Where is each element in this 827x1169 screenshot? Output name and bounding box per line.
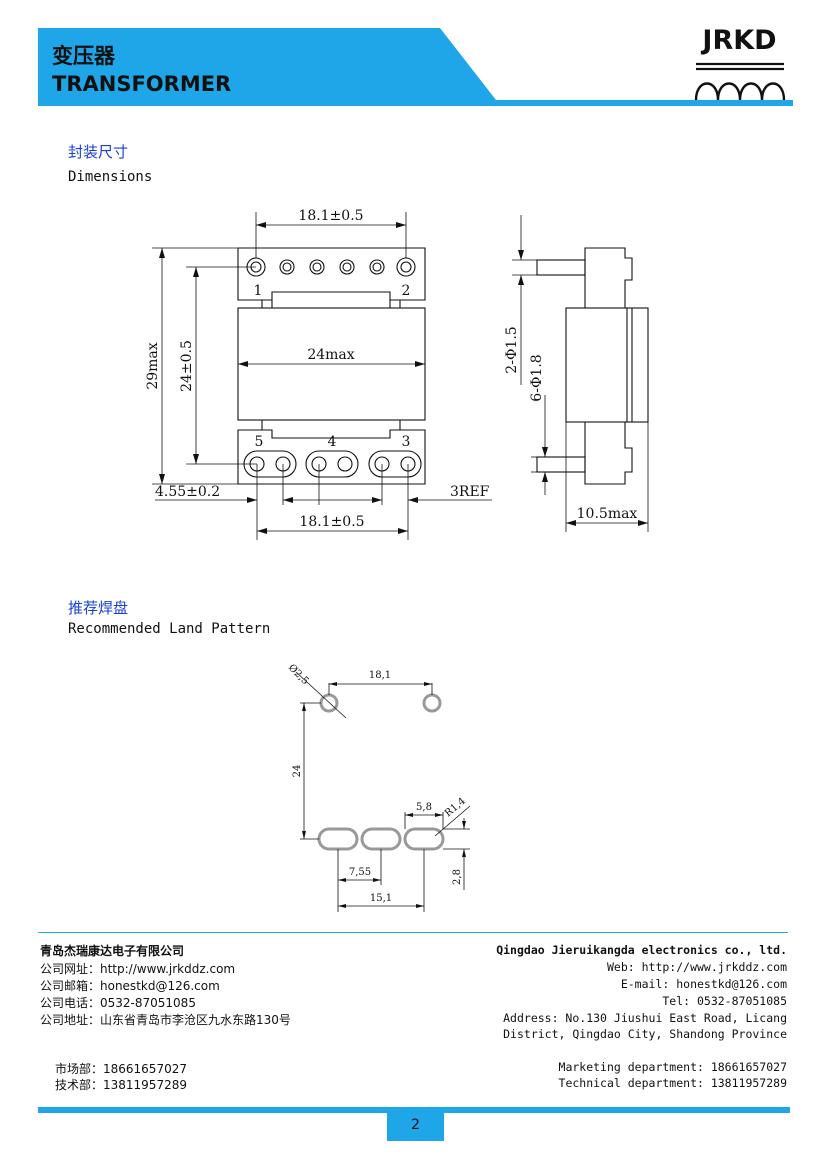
dim-bottom-width: 18.1±0.5 bbox=[299, 514, 364, 530]
footer-tel-cn: 公司电话：0532-87051085 bbox=[40, 996, 196, 1010]
pin-3-label: 3 bbox=[402, 434, 411, 450]
dim-pitch: 4.55±0.2 bbox=[155, 484, 220, 500]
coil-logo-icon bbox=[694, 62, 786, 101]
bottom-pin-strip bbox=[237, 429, 426, 485]
footer-company-en: Qingdao Jieruikangda electronics co., lt… bbox=[496, 943, 787, 957]
land-slot-1 bbox=[317, 827, 359, 851]
dim-total-height: 29max bbox=[145, 342, 161, 389]
lp-bottom-span: 15,1 bbox=[370, 893, 392, 904]
dim-body-width: 24max bbox=[307, 347, 354, 363]
dim-pin-dia-2: 2-Φ1.5 bbox=[504, 326, 520, 373]
pin-2-label: 2 bbox=[402, 283, 411, 299]
top-view-drawing: 18.1±0.5 1 2 5 4 3 24max 29max 24±0.5 4.… bbox=[145, 208, 649, 540]
footer-technical-en: Technical department: 13811957289 bbox=[558, 1076, 787, 1090]
dim-pin-span: 24±0.5 bbox=[179, 340, 195, 392]
footer-address-en-1: Address: No.130 Jiushui East Road, Lican… bbox=[503, 1011, 787, 1025]
footer-tel-en: Tel: 0532-87051085 bbox=[662, 994, 787, 1008]
side-view-drawing: 2-Φ1.5 6-Φ1.8 10.5max bbox=[504, 215, 649, 532]
footer-address-en-2: District, Qingdao City, Shandong Provinc… bbox=[503, 1027, 787, 1041]
dimensions-heading-cn: 封装尺寸 bbox=[68, 143, 129, 161]
footer-rule bbox=[38, 932, 788, 933]
footer-address-cn: 公司地址：山东省青岛市李沧区九水东路130号 bbox=[40, 1013, 291, 1027]
land-slot-2 bbox=[360, 827, 402, 851]
footer-company-cn: 青岛杰瑞康达电子有限公司 bbox=[40, 944, 185, 958]
lp-vertical: 24 bbox=[292, 765, 303, 778]
footer-technical-cn: 技术部：13811957289 bbox=[55, 1078, 187, 1092]
footer-email-en: E-mail: honestkd@126.com bbox=[620, 977, 787, 991]
pin-5-label: 5 bbox=[255, 434, 264, 450]
dim-pin-dia-6: 6-Φ1.8 bbox=[529, 354, 545, 401]
dim-ref: 3REF bbox=[450, 484, 490, 500]
pin-4-label: 4 bbox=[328, 434, 337, 450]
page-number: 2 bbox=[387, 1110, 444, 1141]
land-pattern-heading-en: Recommended Land Pattern bbox=[68, 621, 271, 637]
footer-marketing-en: Marketing department: 18661657027 bbox=[558, 1060, 787, 1074]
land-slot-3 bbox=[403, 827, 445, 851]
lp-hole-dia: Ø2,5 bbox=[286, 662, 311, 687]
header-title-en: TRANSFORMER bbox=[52, 72, 232, 96]
dim-depth: 10.5max bbox=[577, 506, 638, 522]
pin-1-label: 1 bbox=[254, 283, 263, 299]
land-pattern-drawing: Ø2,5 18,1 24 5,8 R1,4 2,8 7,55 15,1 bbox=[286, 662, 471, 912]
lp-top-span: 18,1 bbox=[369, 670, 391, 681]
footer-marketing-cn: 市场部：18661657027 bbox=[55, 1062, 187, 1076]
header-band bbox=[38, 28, 793, 106]
lp-slot-radius: R1,4 bbox=[443, 796, 468, 819]
lp-slot-len: 5,8 bbox=[416, 802, 432, 813]
footer-website-en: Web: http://www.jrkddz.com bbox=[606, 960, 787, 974]
top-pin-strip bbox=[237, 247, 426, 301]
land-pattern-heading-cn: 推荐焊盘 bbox=[68, 599, 129, 617]
land-hole-2 bbox=[422, 693, 442, 713]
lp-pitch: 7,55 bbox=[349, 867, 371, 878]
footer-website-cn: 公司网址：http://www.jrkddz.com bbox=[40, 962, 236, 976]
footer-email-cn: 公司邮箱：honestkd@126.com bbox=[40, 979, 220, 993]
dimensions-heading-en: Dimensions bbox=[68, 169, 153, 185]
logo-text: JRKD bbox=[702, 25, 777, 56]
header-title-cn: 变压器 bbox=[52, 44, 115, 68]
lp-slot-height: 2,8 bbox=[452, 869, 463, 885]
dim-top-width: 18.1±0.5 bbox=[298, 208, 363, 224]
